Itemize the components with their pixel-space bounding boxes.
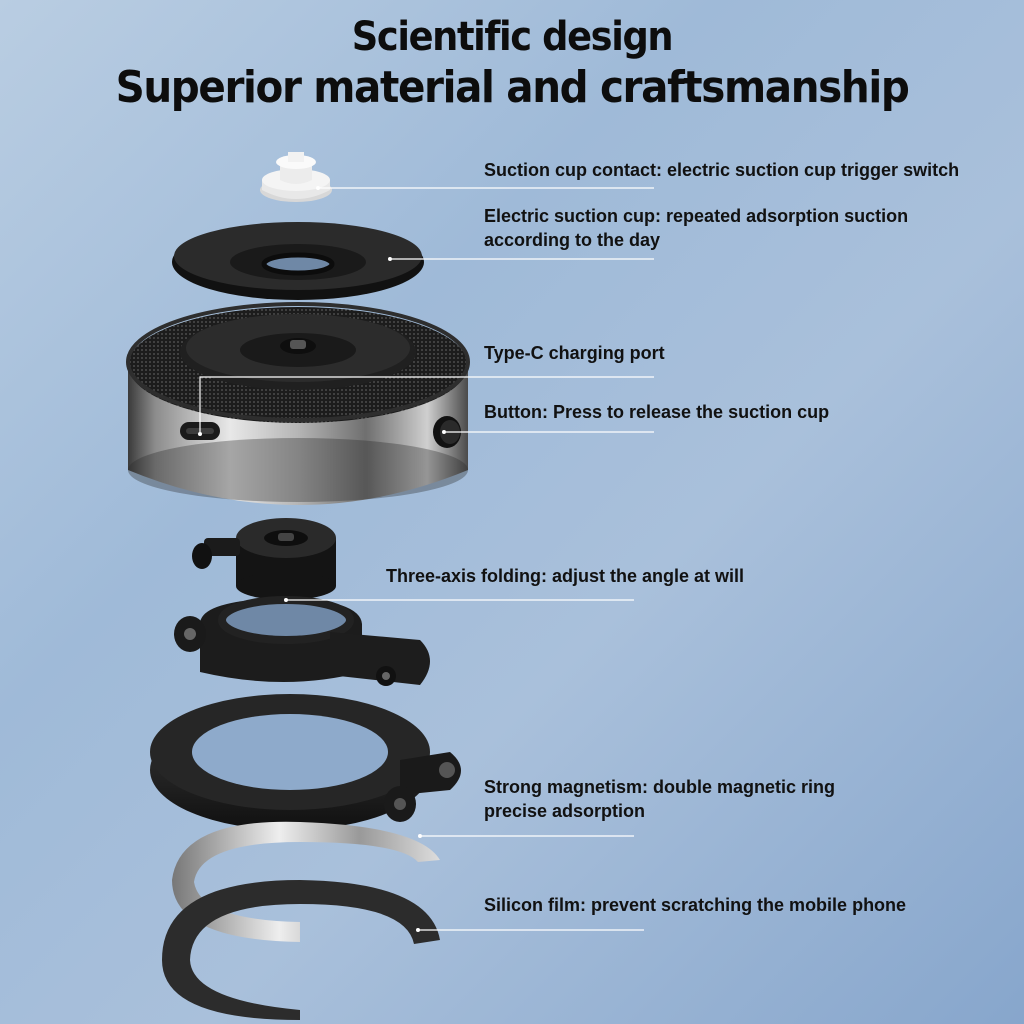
callout-suction-cup: Electric suction cup: repeated adsorptio… xyxy=(484,204,908,252)
callout-folding: Three-axis folding: adjust the angle at … xyxy=(386,564,744,588)
upper-joint xyxy=(192,518,336,600)
callout-type-c-text: Type-C charging port xyxy=(484,343,665,363)
callout-magnet: Strong magnetism: double magnetic ring p… xyxy=(484,775,835,823)
page-title-line-1: Scientific design xyxy=(351,14,674,60)
callout-magnet-line-1: Strong magnetism: double magnetic ring xyxy=(484,777,836,797)
callout-type-c: Type-C charging port xyxy=(484,341,665,365)
suction-cup-contact xyxy=(260,152,332,202)
callout-button-text: Button: Press to release the suction cup xyxy=(484,402,830,422)
callout-film: Silicon film: prevent scratching the mob… xyxy=(484,893,906,917)
leader-line-type-c xyxy=(199,376,654,432)
steel-ring xyxy=(172,821,440,942)
leader-lines xyxy=(199,187,654,931)
callout-magnet-line-2: precise adsorption xyxy=(484,801,646,821)
callout-suction-cup-line-1: Electric suction cup: repeated adsorptio… xyxy=(484,206,909,226)
callout-button: Button: Press to release the suction cup xyxy=(484,400,829,424)
silicon-film xyxy=(162,880,440,1020)
callout-folding-text: Three-axis folding: adjust the angle at … xyxy=(386,566,745,586)
callout-contact: Suction cup contact: electric suction cu… xyxy=(484,158,959,182)
magnetic-ring-holder xyxy=(150,694,461,830)
folding-clamp xyxy=(174,596,430,686)
callout-film-text: Silicon film: prevent scratching the mob… xyxy=(484,895,907,915)
main-body xyxy=(126,302,470,505)
page-title-line-2: Superior material and craftsmanship xyxy=(115,62,910,113)
callout-contact-text: Suction cup contact: electric suction cu… xyxy=(484,160,960,180)
electric-suction-cup xyxy=(172,222,424,300)
callout-suction-cup-line-2: according to the day xyxy=(484,230,661,250)
